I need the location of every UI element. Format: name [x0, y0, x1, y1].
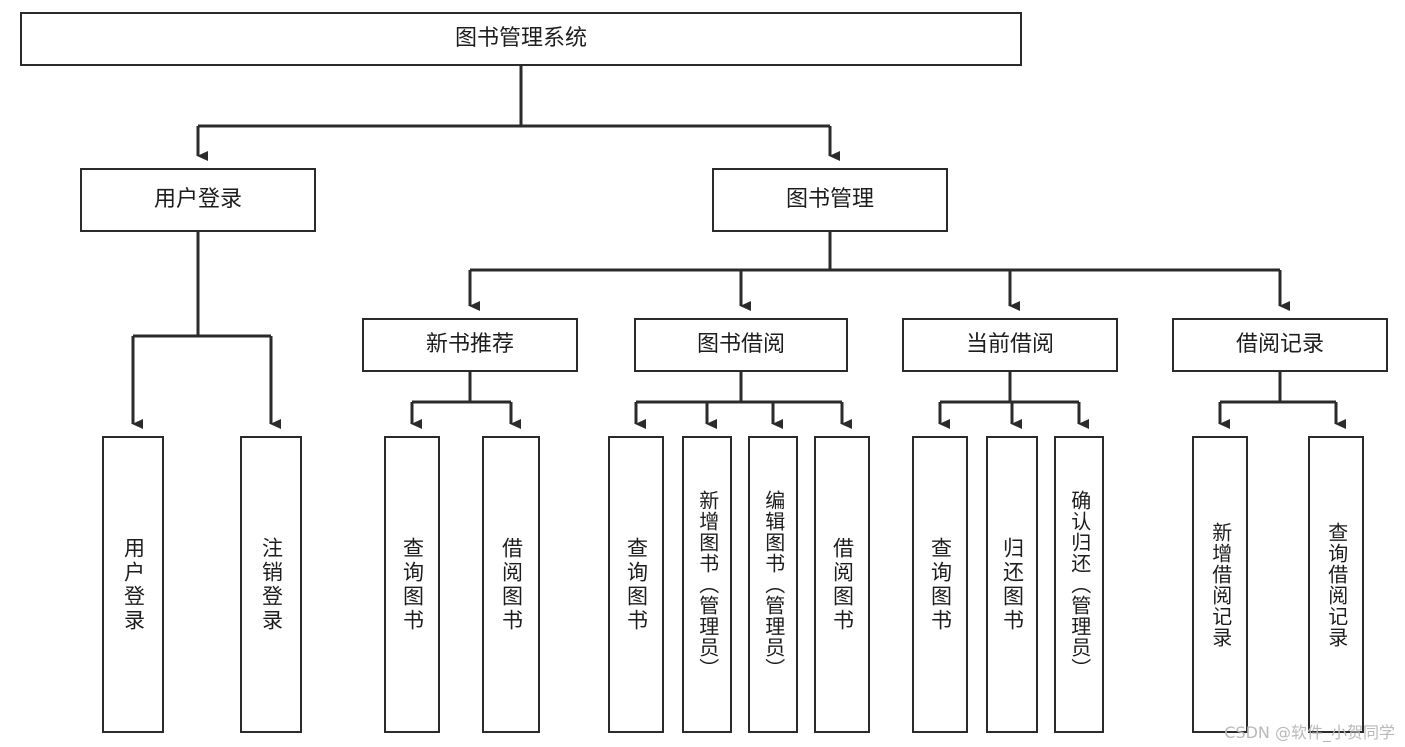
node-borrow-record[interactable]: 借阅记录 — [1172, 318, 1388, 372]
node-leaf-logout[interactable]: 注销登录 — [240, 436, 302, 733]
node-leaf-query-book-current[interactable]: 查询图书 — [912, 436, 968, 733]
watermark-csdn: CSDN @软件_小贺同学 — [1224, 723, 1395, 742]
node-current-borrow[interactable]: 当前借阅 — [902, 318, 1118, 372]
node-leaf-confirm-return[interactable]: 确认归还（管理员） — [1054, 436, 1104, 733]
node-root[interactable]: 图书管理系统 — [20, 12, 1022, 66]
node-new-book-recommend[interactable]: 新书推荐 — [362, 318, 578, 372]
node-book-borrow[interactable]: 图书借阅 — [634, 318, 848, 372]
node-leaf-user-login[interactable]: 用户登录 — [102, 436, 164, 733]
node-leaf-borrow-book[interactable]: 借阅图书 — [814, 436, 870, 733]
node-book-management[interactable]: 图书管理 — [712, 168, 948, 232]
node-leaf-add-book[interactable]: 新增图书（管理员） — [682, 436, 732, 733]
node-leaf-return-book[interactable]: 归还图书 — [986, 436, 1038, 733]
node-leaf-borrow-book-recommend[interactable]: 借阅图书 — [482, 436, 540, 733]
node-leaf-query-book-borrow[interactable]: 查询图书 — [608, 436, 664, 733]
node-leaf-query-borrow-record[interactable]: 查询借阅记录 — [1308, 436, 1364, 733]
node-leaf-edit-book[interactable]: 编辑图书（管理员） — [748, 436, 798, 733]
node-leaf-add-borrow-record[interactable]: 新增借阅记录 — [1192, 436, 1248, 733]
node-leaf-query-book-recommend[interactable]: 查询图书 — [384, 436, 440, 733]
node-user-login[interactable]: 用户登录 — [80, 168, 316, 232]
